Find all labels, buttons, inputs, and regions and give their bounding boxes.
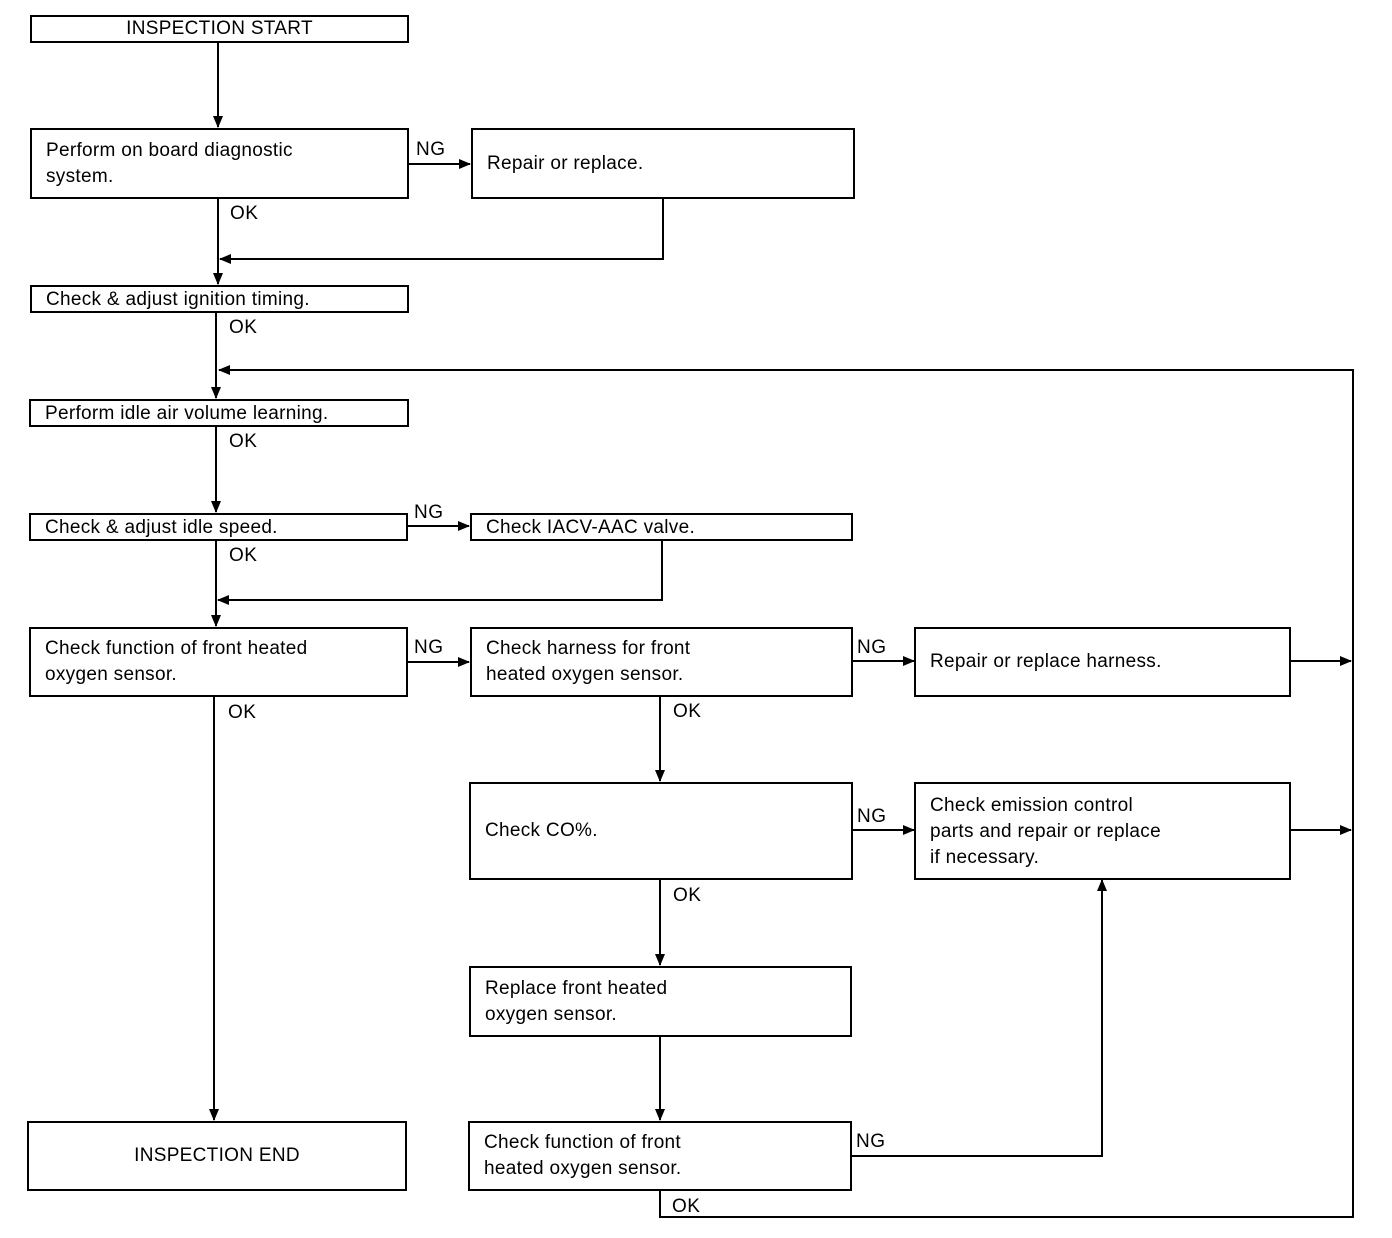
return-repair1: [219, 198, 664, 264]
idle-learning-box: Perform idle air volume learning.: [29, 399, 409, 427]
co-check-box: Check CO%.: [469, 782, 853, 880]
diagnostic-box: Perform on board diagnostic system.: [30, 128, 409, 199]
harness-box: Check harness for front heated oxygen se…: [470, 627, 853, 697]
inspection-end-box: INSPECTION END: [27, 1121, 407, 1191]
ok-label: OK: [229, 317, 258, 338]
ok-label: OK: [229, 545, 258, 566]
ignition-box: Check & adjust ignition timing.: [30, 285, 409, 313]
front-sensor-recheck-box: Check function of front heated oxygen se…: [468, 1121, 852, 1191]
return-iacv: [217, 540, 663, 605]
return-bus: [218, 365, 1354, 1218]
ng-label: NG: [416, 139, 446, 160]
front-sensor-function-box: Check function of front heated oxygen se…: [29, 627, 408, 697]
idle-speed-box: Check & adjust idle speed.: [29, 513, 408, 541]
ng-label: NG: [414, 637, 444, 658]
ng-label: NG: [857, 637, 887, 658]
inspection-start-box: INSPECTION START: [30, 15, 409, 43]
replace-sensor-box: Replace front heated oxygen sensor.: [469, 966, 852, 1037]
arrow-func2-ng: [851, 879, 1107, 1157]
repair-harness-box: Repair or replace harness.: [914, 627, 1291, 697]
ok-label: OK: [229, 431, 258, 452]
emission-box: Check emission control parts and repair …: [914, 782, 1291, 880]
ok-label: OK: [672, 1196, 701, 1217]
ok-label: OK: [230, 203, 259, 224]
ok-label: OK: [673, 885, 702, 906]
ng-label: NG: [414, 502, 444, 523]
ok-label: OK: [673, 701, 702, 722]
repair-box: Repair or replace.: [471, 128, 855, 199]
ng-label: NG: [857, 806, 887, 827]
ng-label: NG: [856, 1131, 886, 1152]
iacv-box: Check IACV-AAC valve.: [470, 513, 853, 541]
ok-label: OK: [228, 702, 257, 723]
